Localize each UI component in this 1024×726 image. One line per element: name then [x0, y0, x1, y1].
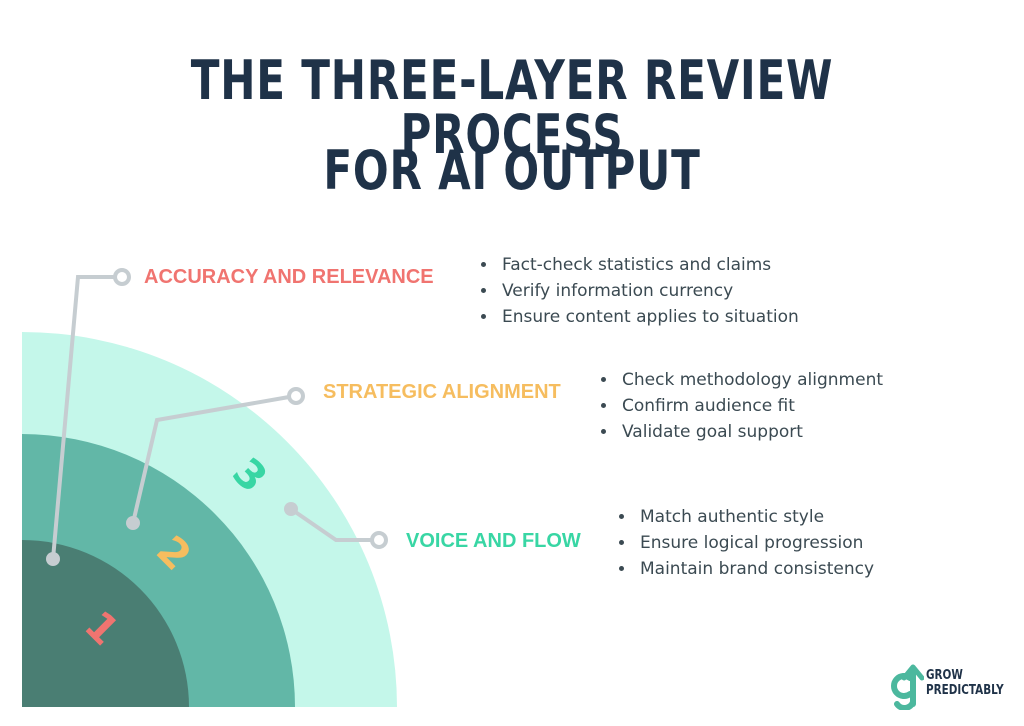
- page-title-line-2: FOR AI OUTPUT: [323, 139, 701, 202]
- layer-3-bullet: Maintain brand consistency: [636, 556, 874, 582]
- layer-1-bullet: Verify information currency: [498, 278, 799, 304]
- logo-line-predictably: PREDICTABLY: [926, 683, 1004, 698]
- brand-logo: GROW PREDICTABLY: [888, 664, 1018, 711]
- grow-g-arrow-icon: [891, 664, 925, 711]
- layer-1-bullet: Fact-check statistics and claims: [498, 252, 799, 278]
- inner-ring-layer-1: [22, 540, 189, 707]
- connector-layer-1: [46, 268, 131, 566]
- layer-3-bullets: Match authentic style Ensure logical pro…: [614, 504, 874, 582]
- layer-3-bullet: Match authentic style: [636, 504, 874, 530]
- layer-3-heading: VOICE AND FLOW: [406, 530, 581, 552]
- connector-layer-2: [126, 387, 305, 530]
- layer-2-heading: STRATEGIC ALIGNMENT: [323, 381, 561, 403]
- layer-2-bullet: Check methodology alignment: [618, 367, 883, 393]
- layer-2-bullets: Check methodology alignment Confirm audi…: [596, 367, 883, 445]
- connector-layer-3: [284, 502, 388, 549]
- layer-1-bullets: Fact-check statistics and claims Verify …: [476, 252, 799, 330]
- layer-2-bullet: Confirm audience fit: [618, 393, 883, 419]
- page-title-line-1: THE THREE-LAYER REVIEW PROCESS: [190, 49, 834, 166]
- logo-wordmark: GROW PREDICTABLY: [926, 668, 1004, 698]
- layer-3-bullet: Ensure logical progression: [636, 530, 874, 556]
- layer-2-bullet: Validate goal support: [618, 419, 883, 445]
- layer-1-bullet: Ensure content applies to situation: [498, 304, 799, 330]
- logo-line-grow: GROW: [926, 668, 963, 683]
- layer-1-heading: ACCURACY AND RELEVANCE: [144, 266, 434, 288]
